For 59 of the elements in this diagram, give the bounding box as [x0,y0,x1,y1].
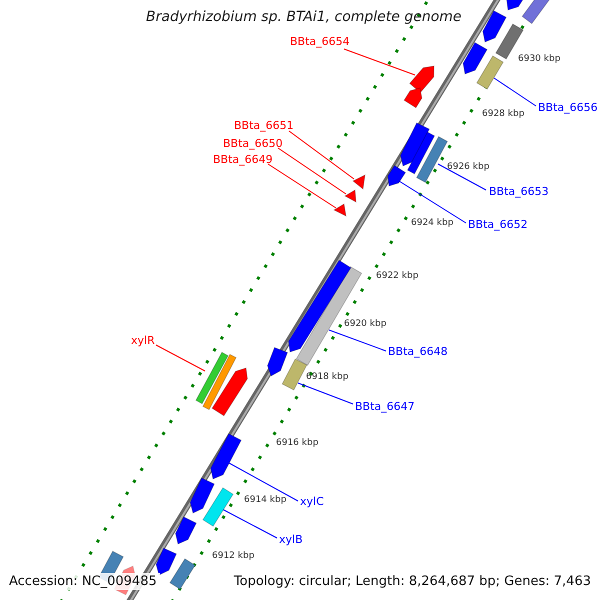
gene-segment [202,354,237,410]
gene-segment [212,367,248,416]
gene-label: BBta_6654 [290,36,350,47]
leader-line [268,164,336,208]
gene-segment [267,346,288,377]
tick-label: 6920 kbp [344,320,386,329]
gene-segment [462,42,488,75]
gene-triangle [333,203,347,217]
leader-line [156,344,206,372]
tick-label: 6928 kbp [482,110,524,119]
gene-label: xylB [279,534,303,545]
gene-triangle [344,189,356,203]
gene-segment [409,66,434,94]
gene-label: BBta_6651 [234,120,294,131]
tick-label: 6914 kbp [244,496,286,505]
gene-segment [282,358,308,391]
leader-line [344,48,416,76]
leader-line [494,78,536,106]
tick-label: 6922 kbp [376,272,418,281]
gene-segment [416,136,448,183]
tick-label: 6924 kbp [411,219,454,228]
gene-label: BBta_6650 [223,138,283,149]
leader-line [222,508,278,538]
tick-label: 6916 kbp [276,439,318,448]
tick-label: 6918 kbp [306,373,348,382]
gene-label: BBta_6649 [213,154,273,165]
gene-segment [202,487,234,527]
accession-label: Accession: NC_009485 [6,573,160,590]
leader-line [398,180,466,224]
gene-label: BBta_6656 [538,102,598,113]
gene-segment [169,558,196,590]
gene-segment [210,433,242,480]
gene-segment [195,352,229,404]
leader-line [328,330,386,352]
gene-segment [400,122,430,167]
gene-segment [190,477,215,514]
gene-triangle [352,174,366,190]
tick-label: 6930 kbp [518,55,560,64]
gene-segment [175,516,197,545]
gene-segment [406,132,436,174]
gene-segment [476,55,504,90]
gene-label: xylC [300,496,324,507]
gene-segment [156,548,177,576]
leader-line [278,148,346,194]
leader-line [228,462,298,502]
title: Bradyrhizobium sp. BTAi1, complete genome [146,10,462,24]
gene-label: xylR [131,335,155,346]
tick-label: 6912 kbp [212,552,254,561]
gene-label: BBta_6647 [355,401,415,412]
leader-line [288,130,354,180]
gene-label: BBta_6652 [468,219,528,230]
leader-line [298,382,354,404]
gene-segment [482,10,507,43]
tick-label: 6926 kbp [447,163,490,172]
gene-label: BBta_6648 [388,346,448,357]
gene-segment [404,88,422,108]
leader-line [438,164,486,190]
gene-segment [387,164,406,187]
gene-label: BBta_6653 [489,186,549,197]
